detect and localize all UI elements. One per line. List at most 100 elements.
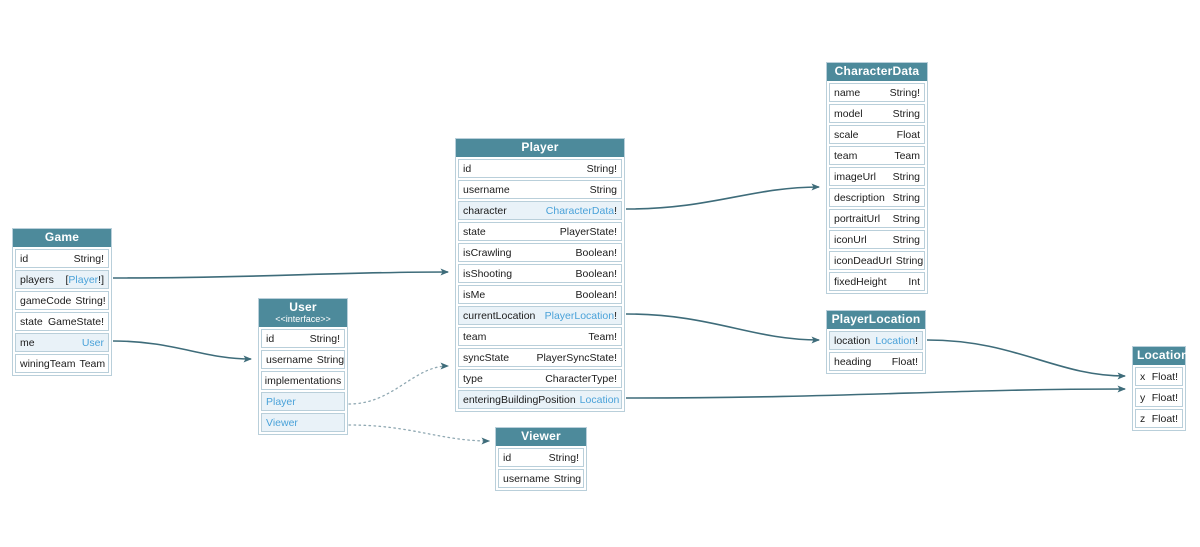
type-text: String! (586, 162, 617, 175)
type-text: ! (915, 334, 918, 347)
field-row-team[interactable]: team Team! (458, 327, 622, 346)
field-row-scale[interactable]: scale Float (829, 125, 925, 144)
field-row-implementations[interactable]: implementations (261, 371, 345, 390)
field-name: fixedHeight (834, 275, 887, 288)
type-text: Float! (891, 355, 918, 368)
type-text: String (895, 254, 924, 267)
type-text: Team (79, 357, 106, 370)
field-name: players (20, 273, 54, 286)
type-node-header-playerlocation[interactable]: PlayerLocation (827, 311, 925, 329)
field-row-me[interactable]: me User (15, 333, 109, 352)
type-node-header-player[interactable]: Player (456, 139, 624, 157)
field-type: PlayerLocation! (545, 310, 617, 322)
type-node-header-user[interactable]: User<<interface>> (259, 299, 347, 327)
field-type: String! (549, 452, 579, 464)
field-row-Viewer[interactable]: Viewer (261, 413, 345, 432)
field-name: character (463, 204, 507, 217)
type-text: Team! (588, 330, 617, 343)
field-name: username (503, 472, 550, 485)
field-name: me (20, 336, 35, 349)
edge-player-character-to-characterdata (625, 183, 820, 210)
field-name: id (266, 332, 275, 345)
type-ref-link[interactable]: Location (579, 393, 620, 406)
field-type: String (590, 184, 617, 196)
type-ref-link[interactable]: User (81, 336, 104, 349)
field-name: scale (834, 128, 859, 141)
type-ref-link[interactable]: Location (875, 334, 916, 347)
type-ref-link[interactable]: PlayerLocation (544, 309, 615, 322)
field-name: isShooting (463, 267, 513, 280)
field-row-y[interactable]: y Float! (1135, 388, 1183, 407)
type-ref-link[interactable]: CharacterData (545, 204, 615, 217)
field-type: String (893, 234, 920, 246)
field-name: isMe (463, 288, 486, 301)
type-node-header-viewer[interactable]: Viewer (496, 428, 586, 446)
field-type: String (893, 171, 920, 183)
type-ref-link[interactable]: Player (68, 273, 99, 286)
type-node-header-game[interactable]: Game (13, 229, 111, 247)
field-row-players[interactable]: players [Player!] (15, 270, 109, 289)
field-type: Float! (1152, 392, 1178, 404)
field-type: [Player!] (65, 274, 104, 286)
field-name: username (463, 183, 510, 196)
type-text: String (316, 353, 345, 366)
type-text: ! (614, 309, 617, 322)
type-text: Float (896, 128, 920, 141)
field-row-Player[interactable]: Player (261, 392, 345, 411)
type-node-header-location[interactable]: Location (1133, 347, 1188, 365)
possible-type-link[interactable]: Player (266, 395, 296, 408)
type-node-header-characterdata[interactable]: CharacterData (827, 63, 927, 81)
type-text: Float! (1151, 391, 1178, 404)
field-type: Location (580, 394, 620, 406)
field-name: y (1140, 391, 1146, 404)
field-name: team (463, 330, 487, 343)
edge-player-enteringposition-to-location (625, 385, 1126, 399)
field-name: type (463, 372, 483, 385)
field-row-username[interactable]: username String (458, 180, 622, 199)
possible-type-link[interactable]: Viewer (266, 416, 298, 429)
